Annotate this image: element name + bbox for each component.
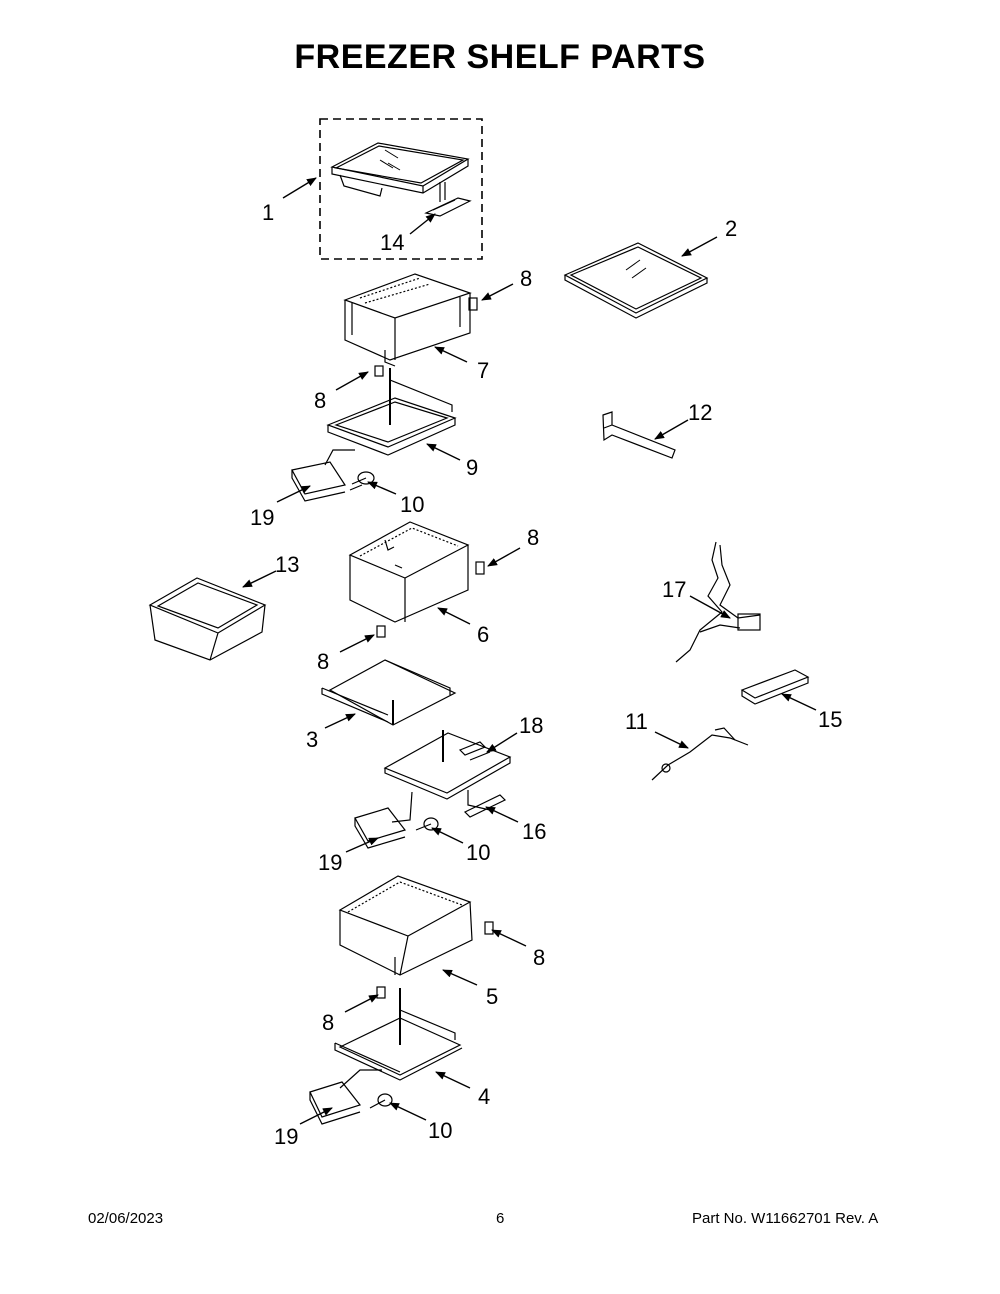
slide-frame-middle bbox=[321, 659, 457, 726]
roller-middle bbox=[415, 817, 439, 831]
callout-label: 8 bbox=[533, 945, 545, 970]
basket-clip bbox=[376, 625, 386, 638]
callout-label: 2 bbox=[725, 216, 737, 241]
callout-label: 13 bbox=[275, 552, 299, 577]
rail-bracket-lower bbox=[309, 1069, 382, 1125]
callout-label: 8 bbox=[520, 266, 532, 291]
callout-label: 19 bbox=[250, 505, 274, 530]
roller-upper bbox=[349, 471, 375, 491]
callout-label: 6 bbox=[477, 622, 489, 647]
light-module bbox=[463, 790, 507, 818]
leader-lines bbox=[242, 177, 817, 1125]
callout-label: 8 bbox=[314, 388, 326, 413]
footer-page-number: 6 bbox=[496, 1210, 505, 1227]
callout-label: 19 bbox=[318, 850, 342, 875]
drawer-cover-tray bbox=[383, 730, 512, 800]
sensor-harness bbox=[651, 727, 749, 781]
footer-part-number: Part No. W11662701 Rev. A bbox=[692, 1210, 879, 1227]
basket-clip bbox=[475, 561, 485, 575]
glass-shelf-assembly bbox=[330, 142, 470, 197]
callout-label: 10 bbox=[466, 840, 490, 865]
freezer-basket-bottom bbox=[338, 875, 473, 976]
divider-bracket bbox=[602, 411, 676, 459]
wire-harness bbox=[675, 541, 761, 663]
callout-label: 18 bbox=[519, 713, 543, 738]
callout-label: 8 bbox=[322, 1010, 334, 1035]
led-light-assembly bbox=[740, 669, 810, 705]
basket-clip bbox=[468, 297, 478, 311]
roller-lower bbox=[369, 1093, 393, 1109]
basket-slide-frame bbox=[326, 365, 457, 456]
storage-bin bbox=[148, 577, 267, 661]
callout-label: 5 bbox=[486, 984, 498, 1009]
slide-frame-bottom bbox=[334, 988, 463, 1081]
callout-label: 1 bbox=[262, 200, 274, 225]
callout-label: 16 bbox=[522, 819, 546, 844]
rail-bracket-middle bbox=[354, 791, 413, 849]
callout-label: 15 bbox=[818, 707, 842, 732]
basket-clip bbox=[484, 921, 494, 935]
freezer-basket-top bbox=[343, 273, 472, 367]
callout-label: 10 bbox=[400, 492, 424, 517]
callout-label: 11 bbox=[625, 709, 648, 734]
callout-label: 12 bbox=[688, 400, 712, 425]
page-title: FREEZER SHELF PARTS bbox=[294, 38, 706, 76]
freezer-basket-middle bbox=[348, 521, 470, 623]
callout-label: 8 bbox=[317, 649, 329, 674]
callout-label: 10 bbox=[428, 1118, 452, 1143]
callout-label: 17 bbox=[662, 577, 686, 602]
callout-label: 9 bbox=[466, 455, 478, 480]
callout-label: 4 bbox=[478, 1084, 490, 1109]
callout-label: 7 bbox=[477, 358, 489, 383]
callout-labels: 1 14 2 8 7 8 9 12 10 19 8 13 6 17 8 18 3… bbox=[250, 200, 842, 1149]
callout-label: 14 bbox=[380, 230, 404, 255]
basket-clip bbox=[376, 986, 386, 999]
callout-label: 3 bbox=[306, 727, 318, 752]
callout-label: 19 bbox=[274, 1124, 298, 1149]
footer-date: 02/06/2023 bbox=[88, 1210, 164, 1227]
callout-label: 8 bbox=[527, 525, 539, 550]
rail-bracket-upper bbox=[291, 449, 355, 502]
shelf-assembly-group-box bbox=[319, 118, 483, 260]
glass-shelf bbox=[563, 242, 709, 319]
